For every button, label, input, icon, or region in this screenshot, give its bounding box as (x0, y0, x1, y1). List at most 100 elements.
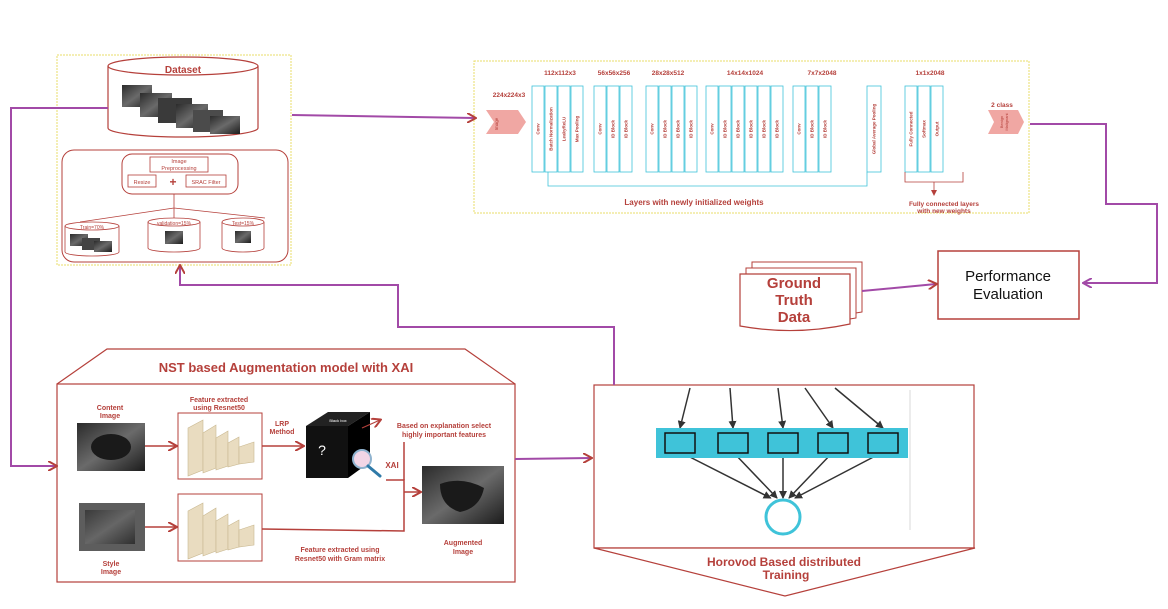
input-arrow (804, 387, 834, 429)
arrow-dataset-to-nst (10, 107, 108, 466)
layer-label: ID Block (723, 120, 728, 139)
input-arrow (677, 387, 691, 429)
augmented-image-lesion (440, 480, 484, 512)
aggregator-node (764, 498, 802, 536)
feature-stack-bottom (187, 502, 255, 560)
style-image-texture (85, 510, 135, 544)
feature-gram-label-1: Feature extracted using (301, 547, 380, 554)
reduce-arrow (732, 451, 778, 499)
layer-label: ID Block (689, 120, 694, 139)
nst-panel-border (56, 383, 516, 583)
layer-label: Fully Connected (909, 111, 914, 146)
horovod-label-2: Training (763, 568, 810, 582)
feature-resnet-label-2: using Resnet50 (193, 405, 245, 412)
ground-truth-line-2: Truth (775, 292, 813, 309)
dataset-title: Dataset (165, 65, 202, 76)
black-box-label: Black box (329, 418, 346, 423)
ground-truth-line-3: Data (778, 309, 811, 326)
reduce-arrow (679, 451, 772, 499)
layer-bar (930, 85, 944, 173)
layer-bar (645, 85, 659, 173)
layer-label: ID Block (762, 120, 767, 139)
dimension-label: 28x28x512 (652, 70, 685, 77)
layer-label: ID Block (611, 120, 616, 139)
content-image-lesion (91, 434, 131, 460)
output-class-arrow (988, 110, 1024, 134)
layer-label: Conv (710, 123, 715, 135)
dataset-cylinder: Dataset (107, 56, 259, 138)
dimension-label: 56x56x256 (598, 70, 631, 77)
srac-filter-box (185, 174, 227, 188)
layer-bar (731, 85, 745, 173)
layer-label: ID Block (736, 120, 741, 139)
layer-label: ID Block (810, 120, 815, 139)
input-image-arrow (486, 110, 526, 134)
horovod-label-arrow (593, 547, 976, 597)
arrow-dataset-to-network (291, 115, 475, 118)
layer-label: Global Average Pooling (872, 104, 877, 155)
reduce-arrow (794, 451, 884, 499)
worker-node (867, 432, 899, 454)
xai-label: XAI (385, 461, 398, 470)
layer-bar (619, 85, 633, 173)
nst-title: NST based Augmentation model with XAI (159, 360, 413, 375)
augmented-label-2: Image (453, 549, 473, 556)
arrow-nst-to-horovod (514, 458, 591, 459)
layer-bar (658, 85, 672, 173)
dimension-label: 224x224x3 (493, 92, 526, 99)
output-label-1: Benign (999, 116, 1004, 128)
train-cylinder: Train=70% (64, 221, 120, 257)
new-weights-bracket (547, 172, 868, 187)
explanation-label-2: highly important features (402, 432, 486, 439)
layer-label: Max Pooling (575, 116, 580, 143)
reduce-arrow (788, 451, 834, 499)
arrow-horovod-to-dataset (180, 266, 615, 385)
dataset-images (122, 85, 240, 134)
layer-bar (917, 85, 931, 173)
test-cylinder: Test=15% (221, 217, 265, 253)
preprocess-container (61, 149, 289, 263)
style-image-label-2: Image (101, 569, 121, 576)
style-feature-merge (261, 479, 405, 532)
black-box-question: ? (318, 442, 326, 458)
preprocess-label-1: Image (171, 159, 186, 165)
layer-label: Output (935, 121, 940, 136)
layer-label: ID Block (663, 120, 668, 139)
fc-label-2: with new weights (916, 208, 971, 215)
feature-gram-label-2: Resnet50 with Gram matrix (295, 556, 385, 563)
layer-bar (606, 85, 620, 173)
horovod-network (677, 387, 884, 499)
dimension-label: 14x14x1024 (727, 70, 764, 77)
input-image-label: Image (494, 117, 499, 130)
performance-line-1: Performance (965, 268, 1051, 285)
worker-node (664, 432, 696, 454)
train-label: Train=70% (80, 225, 105, 231)
dimension-label: 112x112x3 (544, 70, 576, 77)
horovod-panel: Horovod Based distributed Training (593, 384, 976, 597)
layer-bar (770, 85, 784, 173)
layer-label: ID Block (676, 120, 681, 139)
validation-cylinder: validation=15% (147, 217, 201, 253)
preprocess-label-2: Preprocessing (161, 166, 196, 172)
split-connectors (79, 194, 266, 223)
nst-roof (56, 348, 516, 385)
feature-stack-top (187, 419, 255, 477)
dataset-panel-border (56, 54, 292, 266)
dimension-labels: 224x224x3 112x112x3 56x56x256 28x28x512 14x1… (493, 70, 1014, 109)
layer-bar (531, 85, 545, 173)
input-arrow (777, 387, 787, 429)
ground-truth-document: Ground Truth Data (739, 261, 863, 332)
layer-label: Softmax (922, 120, 927, 138)
network-panel-border (473, 60, 1030, 214)
arrow-blackbox-to-explanation (361, 420, 380, 429)
lrp-label-1: LRP (275, 421, 289, 428)
style-image-label-1: Style (103, 561, 120, 568)
srac-filter-label: SRAC Filter (191, 180, 220, 186)
fc-bracket (904, 172, 964, 195)
lrp-label-2: Method (270, 429, 295, 436)
worker-node (717, 432, 749, 454)
input-arrow (728, 387, 737, 429)
layer-bar (757, 85, 771, 173)
